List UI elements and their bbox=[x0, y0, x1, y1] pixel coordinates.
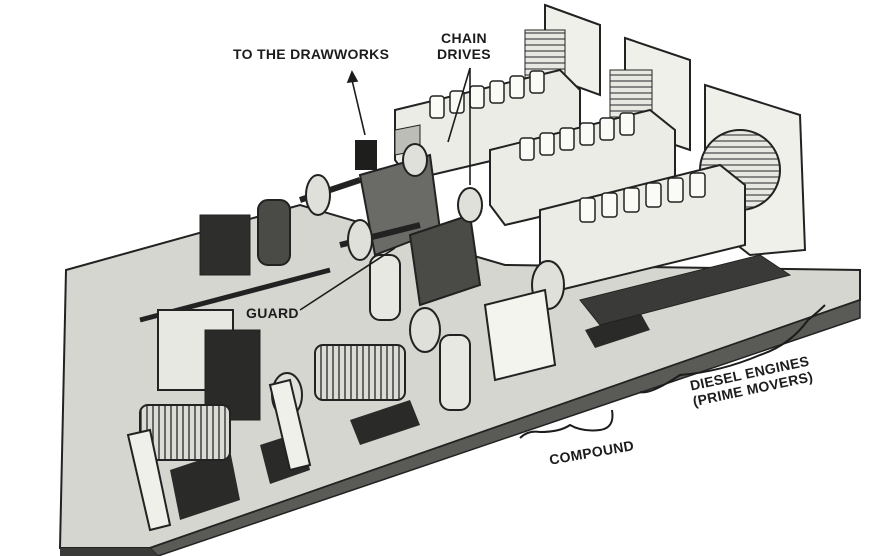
front-drums bbox=[126, 307, 471, 532]
label-chain-drives-line2: DRIVES bbox=[437, 46, 491, 63]
diesel-engine-2 bbox=[489, 36, 691, 227]
diesel-engine-1 bbox=[394, 3, 601, 182]
label-leaders bbox=[299, 67, 826, 439]
diesel-engine-3 bbox=[539, 83, 807, 326]
guard-leader bbox=[299, 247, 396, 311]
chain-drive-leader-left bbox=[447, 67, 471, 143]
compound-brace bbox=[519, 409, 614, 439]
label-chain-drives-line1: CHAIN bbox=[441, 30, 487, 46]
diesel-brace bbox=[639, 304, 826, 394]
drawworks-arrow bbox=[351, 79, 366, 136]
label-guard: GUARD bbox=[246, 305, 299, 321]
compound-assembly bbox=[355, 140, 565, 382]
rear-drum-set bbox=[157, 199, 291, 421]
label-chain-drives: CHAIN DRIVES bbox=[437, 30, 491, 62]
label-to-the-drawworks: TO THE DRAWWORKS bbox=[233, 46, 390, 62]
